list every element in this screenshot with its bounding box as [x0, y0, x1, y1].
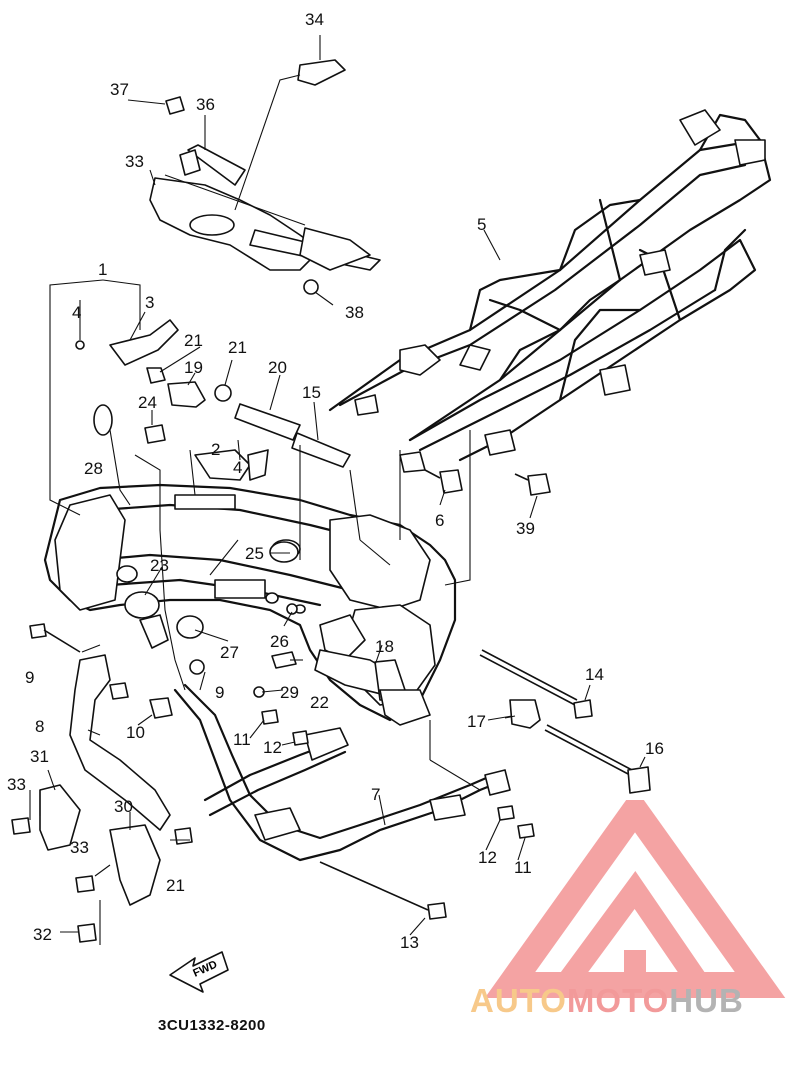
label-19: 19 — [184, 358, 203, 377]
label-25: 25 — [245, 544, 264, 563]
label-11a: 11 — [233, 730, 251, 749]
watermark-hub: HUB — [669, 982, 744, 1019]
label-30: 30 — [114, 797, 133, 816]
label-15: 15 — [302, 383, 321, 402]
label-32: 32 — [33, 925, 52, 944]
label-22: 22 — [310, 693, 329, 712]
label-8: 8 — [35, 717, 44, 736]
label-21a: 21 — [184, 331, 203, 350]
pivot-parts-drawing — [314, 649, 651, 794]
label-18: 18 — [375, 637, 394, 656]
label-27: 27 — [220, 643, 239, 662]
fwd-arrow: FWD — [169, 951, 229, 993]
label-20: 20 — [268, 358, 287, 377]
diagram-code: 3CU1332-8200 — [158, 1017, 266, 1034]
label-24: 24 — [138, 393, 157, 412]
label-11b: 11 — [514, 858, 532, 877]
label-9a: 9 — [25, 668, 34, 687]
label-12b: 12 — [478, 848, 497, 867]
label-16: 16 — [645, 739, 664, 758]
label-36: 36 — [196, 95, 215, 114]
label-39: 39 — [516, 519, 535, 538]
label-1: 1 — [98, 260, 107, 279]
lower-parts-drawing — [11, 603, 535, 943]
label-23: 23 — [150, 556, 169, 575]
rear-subframe-drawing — [328, 109, 772, 473]
label-26: 26 — [270, 632, 289, 651]
label-3: 3 — [145, 293, 154, 312]
label-29: 29 — [280, 683, 299, 702]
label-5: 5 — [477, 215, 486, 234]
label-37: 37 — [110, 80, 129, 99]
front-cover-drawing — [149, 59, 381, 295]
watermark-logo-graphic — [484, 800, 786, 998]
label-13: 13 — [400, 933, 419, 952]
label-6: 6 — [435, 511, 444, 530]
label-10: 10 — [126, 723, 145, 742]
label-4b: 4 — [233, 458, 242, 477]
label-14: 14 — [585, 665, 604, 684]
label-2: 2 — [211, 440, 220, 459]
label-35: 34 — [305, 10, 324, 29]
label-34: 33 — [125, 152, 144, 171]
label-12a: 12 — [263, 738, 282, 757]
label-38: 38 — [345, 303, 364, 322]
label-4a: 4 — [72, 303, 81, 322]
label-31: 31 — [30, 747, 49, 766]
small-parts-drawing — [75, 319, 351, 649]
label-9b: 9 — [215, 683, 224, 702]
label-21c: 21 — [166, 876, 185, 895]
leader-lines — [29, 35, 646, 945]
label-17: 17 — [467, 712, 486, 731]
watermark-auto: AUTO — [470, 982, 567, 1019]
label-33a: 33 — [7, 775, 26, 794]
part-labels: 34 37 36 33 38 5 1 4 3 21 21 19 20 15 24… — [7, 10, 664, 952]
label-33b: 33 — [70, 838, 89, 857]
label-7: 7 — [371, 785, 380, 804]
label-28: 28 — [84, 459, 103, 478]
watermark-logo-text: AUTOMOTOHUB — [470, 982, 744, 1020]
watermark-moto: MOTO — [566, 982, 670, 1019]
label-21b: 21 — [228, 338, 247, 357]
subframe-bolts-drawing — [424, 469, 551, 496]
